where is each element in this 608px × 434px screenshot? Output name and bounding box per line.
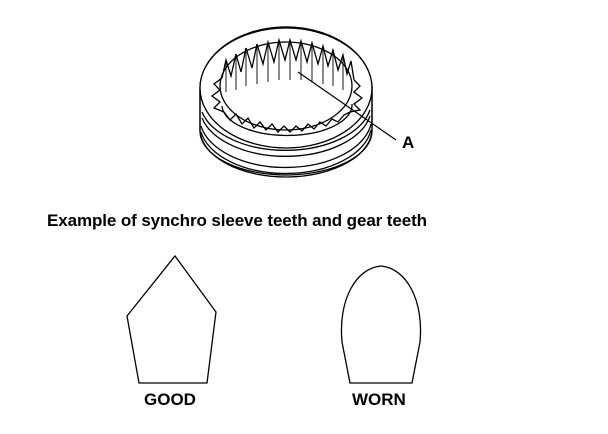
- figure-caption: Example of synchro sleeve teeth and gear…: [47, 211, 427, 230]
- good-tooth-shape: [126, 254, 217, 384]
- sleeve-groove-3: [200, 123, 372, 169]
- sleeve-groove-2: [201, 115, 371, 157]
- sleeve-teeth-left: [210, 77, 225, 113]
- callout-label-a: A: [402, 133, 415, 152]
- sleeve-bottom-edge: [199, 129, 373, 176]
- sleeve-groove-4: [200, 129, 372, 175]
- callout-leader-line: [297, 71, 397, 141]
- sleeve-teeth-front: [223, 111, 351, 133]
- synchro-sleeve-drawing: [199, 26, 373, 178]
- sleeve-teeth-back-faces: [225, 40, 344, 92]
- worn-tooth-shape: [340, 265, 422, 384]
- worn-tooth-label: WORN: [352, 390, 406, 409]
- sleeve-teeth-right: [349, 79, 364, 113]
- good-tooth-label: GOOD: [144, 390, 196, 409]
- sleeve-groove-1: [201, 109, 371, 151]
